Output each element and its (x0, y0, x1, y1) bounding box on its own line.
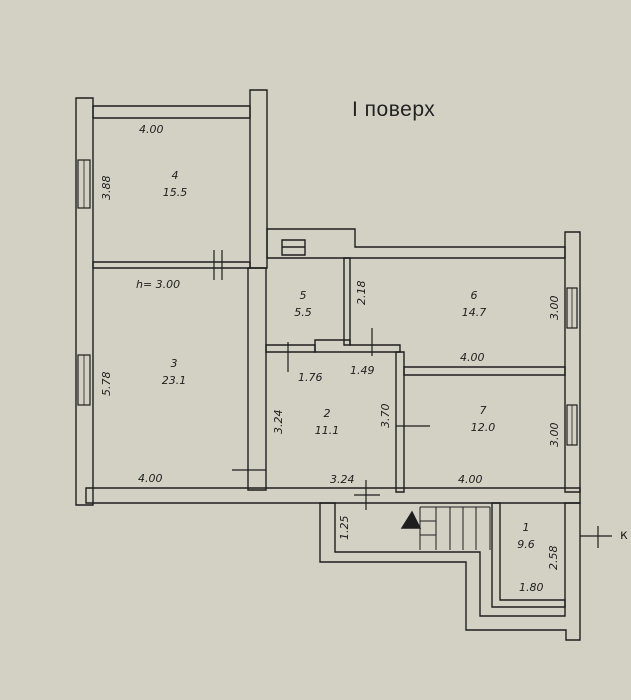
room3-number: 3 (170, 357, 178, 370)
partition-4-3 (92, 261, 251, 269)
room5-area: 5.5 (294, 306, 312, 319)
dim-entry-height: 1.25 (338, 515, 351, 541)
east-wall (564, 231, 581, 493)
room2-area: 11.1 (314, 424, 340, 437)
room6-number: 6 (470, 289, 478, 302)
dim-room2-left-height: 3.24 (272, 409, 285, 435)
dim-room2-top-left: 1.76 (298, 371, 323, 384)
floor-title: I поверх (352, 98, 436, 121)
dim-room7-width: 4.00 (460, 351, 485, 364)
south-wall (85, 487, 581, 504)
wall-6-7 (403, 366, 566, 376)
dim-room5-height: 2.18 (355, 280, 368, 306)
dim-room6-height: 3.00 (548, 295, 561, 321)
edge-letter: к (620, 528, 628, 543)
room5-number: 5 (299, 289, 307, 302)
dim-room2-right-height: 3.70 (379, 403, 392, 429)
wall-5-2 (265, 344, 316, 353)
dim-room2-width: 3.24 (330, 473, 355, 486)
room5-north-wall (266, 228, 566, 259)
dim-room7-bottom-width: 4.00 (458, 473, 483, 486)
dim-room1-width: 1.80 (519, 581, 544, 594)
wall-5-6 (343, 257, 351, 346)
stairs (419, 506, 491, 550)
room6-area: 14.7 (461, 306, 487, 319)
room4-area: 15.5 (162, 186, 188, 199)
dim-room4-width: 4.00 (139, 123, 164, 136)
wall-3-2 (247, 267, 267, 491)
entry-block (319, 502, 581, 641)
stair-arrow (400, 510, 422, 529)
room7-area: 12.0 (470, 421, 496, 434)
wall-5-2-step (314, 339, 401, 353)
dim-room4-height: 3.88 (100, 175, 113, 201)
room1-wall (491, 502, 566, 608)
room1-area: 9.6 (517, 538, 535, 551)
dim-room7-height: 3.00 (548, 422, 561, 448)
dim-room3-width: 4.00 (138, 472, 163, 485)
room1-number: 1 (522, 521, 530, 534)
room2-number: 2 (323, 407, 331, 420)
dim-room1-height: 2.58 (547, 545, 560, 571)
wall-4-5 (249, 89, 268, 269)
room3-area: 23.1 (161, 374, 187, 387)
room4-north-wall (92, 105, 251, 119)
room7-number: 7 (479, 404, 487, 417)
chimney-block (281, 239, 306, 256)
room4-number: 4 (171, 169, 179, 182)
dim-room2-top-right: 1.49 (350, 364, 375, 377)
wall-2-7 (395, 351, 405, 493)
west-wall (75, 97, 94, 506)
dim-ceiling-height: h= 3.00 (136, 278, 181, 291)
dim-room3-height: 5.78 (100, 371, 113, 397)
